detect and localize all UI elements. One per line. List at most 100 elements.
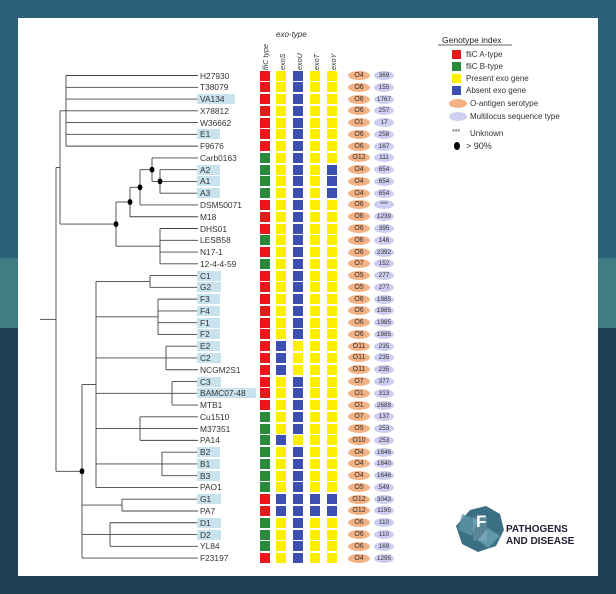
exoT-header: exoT — [312, 54, 321, 70]
exo-cell — [293, 294, 303, 305]
exo-cell — [327, 470, 337, 481]
legend-flic-b: fliC B-type — [466, 62, 503, 71]
exo-cell — [276, 435, 286, 446]
mlst-badge: 277 — [374, 271, 394, 281]
exo-cell — [293, 305, 303, 316]
exo-cell — [327, 247, 337, 258]
bootstrap-node — [157, 178, 163, 185]
exo-cell — [327, 141, 337, 152]
exo-cell — [276, 82, 286, 93]
strain-label: PAO1 — [200, 482, 222, 493]
legend-title: Genotype index — [442, 35, 502, 45]
mlst-badge: 549 — [374, 482, 394, 492]
mlst-badge: 3043 — [374, 494, 394, 504]
exo-cell — [293, 129, 303, 140]
strain-label: B2 — [197, 447, 221, 458]
exo-cell — [276, 211, 286, 222]
exo-cell — [293, 541, 303, 552]
exo-cell — [293, 376, 303, 387]
mlst-badge: 258 — [374, 129, 394, 139]
flic-cell — [260, 82, 270, 93]
exo-cell — [310, 458, 320, 469]
flic-cell — [260, 541, 270, 552]
strain-label: E1 — [197, 129, 221, 140]
strain-label: 12-4-4-59 — [200, 258, 237, 269]
mlst-badge: 235 — [374, 341, 394, 351]
exo-cell — [310, 129, 320, 140]
strain-label: Carb0163 — [200, 152, 237, 163]
exo-cell — [276, 317, 286, 328]
mlst-badge: 1985 — [374, 329, 394, 339]
exo-cell — [310, 317, 320, 328]
exo-cell — [327, 82, 337, 93]
exo-cell — [310, 82, 320, 93]
mlst-badge: 2689 — [374, 400, 394, 410]
strain-label: F9676 — [200, 141, 224, 152]
exo-cell — [276, 235, 286, 246]
serotype-badge: O4 — [348, 165, 370, 175]
flic-cell — [260, 305, 270, 316]
mlst-badge: 369 — [374, 71, 394, 80]
strain-label: G2 — [197, 282, 222, 293]
exo-cell — [310, 352, 320, 363]
exo-cell — [327, 494, 337, 505]
exo-cell — [293, 364, 303, 375]
exo-cell — [276, 329, 286, 340]
exo-cell — [310, 188, 320, 199]
exo-cell — [276, 305, 286, 316]
exo-cell — [327, 376, 337, 387]
serotype-badge: O12 — [348, 494, 370, 504]
mlst-badge: 1985 — [374, 306, 394, 316]
flic-cell — [260, 223, 270, 234]
mlst-badge: 253 — [374, 424, 394, 434]
exo-cell — [293, 94, 303, 105]
flic-cell — [260, 388, 270, 399]
flic-cell — [260, 505, 270, 516]
flic-cell — [260, 529, 270, 540]
legend-present: Present exo gene — [466, 74, 529, 83]
exo-cell — [276, 529, 286, 540]
strain-label: W36662 — [200, 117, 232, 128]
exo-cell — [276, 294, 286, 305]
exo-cell — [327, 541, 337, 552]
exoU-header: exoU — [295, 53, 304, 70]
serotype-badge: O6 — [348, 106, 370, 116]
strain-label: C3 — [197, 376, 221, 387]
flic-cell — [260, 352, 270, 363]
exo-cell — [276, 258, 286, 269]
strain-label: MTB1 — [200, 400, 223, 411]
mlst-badge: 1239 — [374, 212, 394, 222]
exo-cell — [327, 105, 337, 116]
flic-cell — [260, 282, 270, 293]
flic-cell — [260, 341, 270, 352]
strain-label: YL84 — [200, 541, 220, 552]
exo-cell — [310, 141, 320, 152]
serotype-badge: O7 — [348, 259, 370, 269]
exo-cell — [310, 223, 320, 234]
serotype-badge: O4 — [348, 459, 370, 469]
exo-cell — [293, 199, 303, 210]
exo-cell — [293, 235, 303, 246]
exo-cell — [327, 553, 337, 564]
serotype-badge: O7 — [348, 412, 370, 422]
logo-badge-letter: F — [476, 512, 487, 531]
exo-cell — [327, 176, 337, 187]
strain-label: PA14 — [200, 435, 220, 446]
flic-cell — [260, 364, 270, 375]
exo-cell — [310, 411, 320, 422]
exo-cell — [276, 553, 286, 564]
legend-unknown: Unknown — [470, 129, 504, 138]
strain-label: PA7 — [200, 505, 216, 516]
exo-cell — [327, 364, 337, 375]
flic-cell — [260, 329, 270, 340]
exo-cell — [310, 517, 320, 528]
mlst-badge: 1767 — [374, 94, 394, 104]
exo-cell — [293, 447, 303, 458]
mlst-badge: 654 — [374, 188, 394, 198]
exo-cell — [276, 541, 286, 552]
flic-cell — [260, 294, 270, 305]
mlst-badge: 110 — [374, 518, 394, 528]
serotype-badge: O6 — [348, 212, 370, 222]
exo-cell — [293, 117, 303, 128]
strain-label: C2 — [197, 352, 221, 363]
